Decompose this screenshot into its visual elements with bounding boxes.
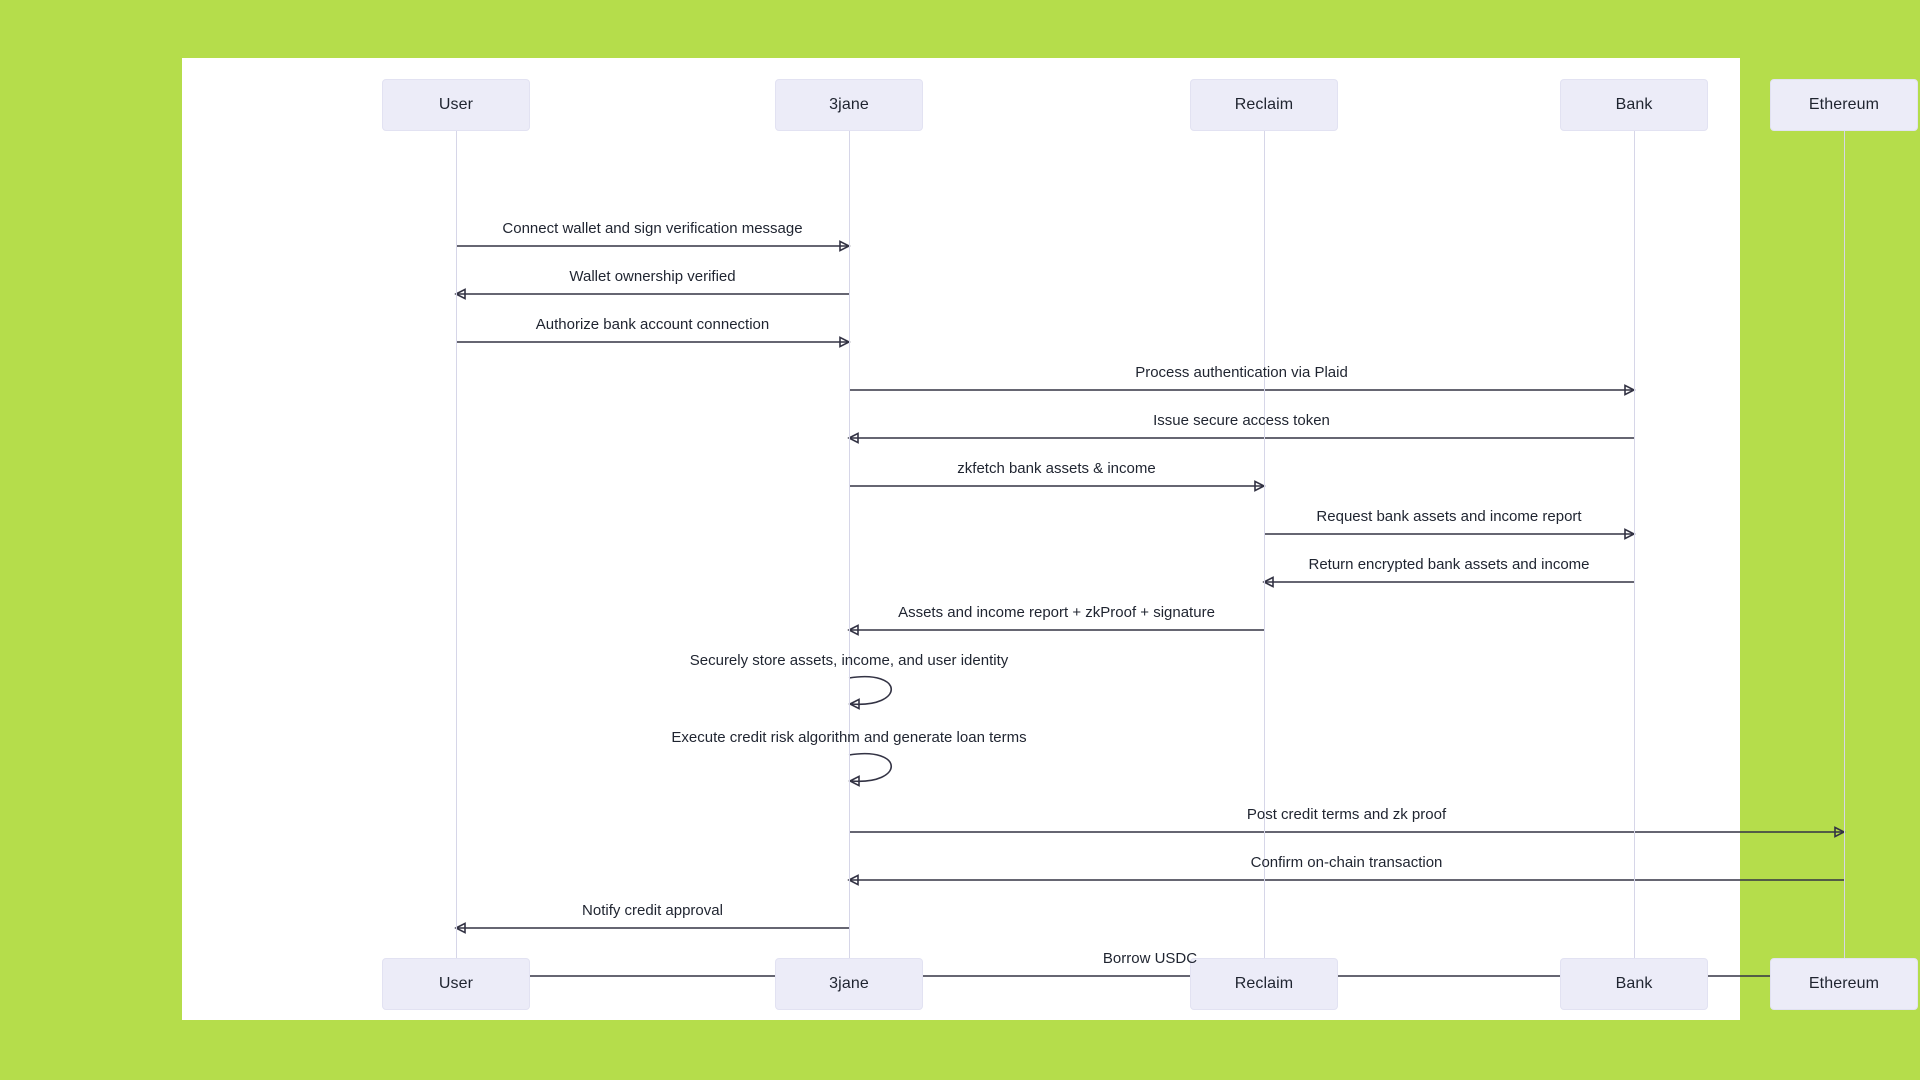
lifeline-user (456, 131, 457, 958)
message-12-arrowhead (1834, 826, 1846, 838)
message-6-arrowhead (1254, 480, 1266, 492)
lifeline-3jane (849, 131, 850, 958)
actor-reclaim-bottom[interactable]: Reclaim (1190, 958, 1338, 1010)
message-9-arrowhead (847, 624, 859, 636)
message-3-label: Authorize bank account connection (535, 316, 770, 333)
actor-3jane-top[interactable]: 3jane (775, 79, 923, 131)
actor-user-top[interactable]: User (382, 79, 530, 131)
message-13-label: Confirm on-chain transaction (1250, 854, 1443, 871)
actor-reclaim-top[interactable]: Reclaim (1190, 79, 1338, 131)
lifeline-reclaim (1264, 131, 1265, 958)
actor-label: Ethereum (1808, 975, 1880, 992)
message-5-label: Issue secure access token (1153, 412, 1330, 429)
lifeline-bank (1634, 131, 1635, 958)
message-14-arrowhead (454, 922, 466, 934)
message-13-arrowhead (847, 874, 859, 886)
message-10-self-loop (848, 675, 892, 706)
arrow-layer (454, 240, 1846, 982)
message-2-arrowhead (454, 288, 466, 300)
message-4-arrowhead (1624, 384, 1636, 396)
actor-label: 3jane (829, 96, 869, 113)
message-15-label: Borrow USDC (1102, 950, 1198, 967)
message-2-label: Wallet ownership verified (569, 268, 736, 285)
message-1-label: Connect wallet and sign verification mes… (502, 220, 803, 237)
actor-bank-top[interactable]: Bank (1560, 79, 1708, 131)
actor-3jane-bottom[interactable]: 3jane (775, 958, 923, 1010)
actor-user-bottom[interactable]: User (382, 958, 530, 1010)
message-14-label: Notify credit approval (582, 902, 723, 919)
message-12-label: Post credit terms and zk proof (1246, 806, 1447, 823)
actor-label: Ethereum (1808, 96, 1880, 113)
message-4-label: Process authentication via Plaid (1135, 364, 1348, 381)
message-5-arrowhead (847, 432, 859, 444)
message-1-arrowhead (839, 240, 851, 252)
message-11-arrowhead (848, 775, 860, 787)
actor-ethereum-top[interactable]: Ethereum (1770, 79, 1918, 131)
actor-label: Reclaim (1234, 96, 1294, 113)
actor-label: Reclaim (1234, 975, 1294, 992)
message-11-self-loop (848, 752, 892, 783)
actor-label: Bank (1615, 96, 1653, 113)
message-10-label: Securely store assets, income, and user … (689, 652, 1009, 669)
actor-label: 3jane (829, 975, 869, 992)
message-7-label: Request bank assets and income report (1316, 508, 1582, 525)
actor-label: User (438, 975, 474, 992)
message-7-arrowhead (1624, 528, 1636, 540)
message-8-label: Return encrypted bank assets and income (1308, 556, 1590, 573)
message-8-arrowhead (1262, 576, 1274, 588)
message-9-label: Assets and income report + zkProof + sig… (898, 604, 1215, 621)
actor-label: User (438, 96, 474, 113)
lifeline-ethereum (1844, 131, 1845, 958)
actor-ethereum-bottom[interactable]: Ethereum (1770, 958, 1918, 1010)
actor-label: Bank (1615, 975, 1653, 992)
message-10-arrowhead (848, 698, 860, 710)
message-6-label: zkfetch bank assets & income (957, 460, 1156, 477)
message-3-arrowhead (839, 336, 851, 348)
message-11-label: Execute credit risk algorithm and genera… (671, 729, 1027, 746)
actor-bank-bottom[interactable]: Bank (1560, 958, 1708, 1010)
